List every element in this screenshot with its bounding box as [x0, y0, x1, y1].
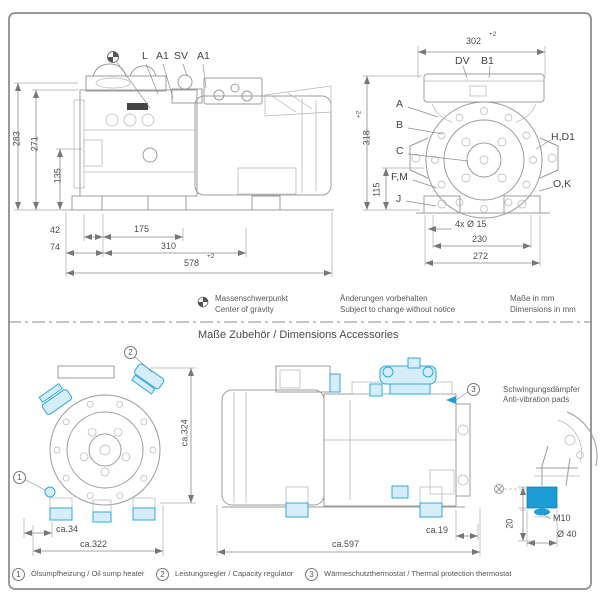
- legend-num-3: 3: [305, 568, 318, 581]
- connection-label-b1: B1: [481, 55, 494, 67]
- label-m10: M10: [553, 513, 571, 523]
- anti-vibration-pad: [419, 502, 443, 518]
- dim-283: 283: [11, 131, 22, 147]
- dim-ca34: ca.34: [56, 524, 79, 534]
- front-view-drawing: [363, 46, 559, 266]
- connection-label-a1: A1: [156, 50, 169, 62]
- dim-135: 135: [52, 168, 63, 184]
- legend-num-1: 1: [12, 568, 25, 581]
- dim-302-tolerance: +2: [489, 31, 497, 38]
- anti-vibration-pad-detail: [526, 486, 558, 509]
- dim-318-tolerance: +2: [355, 110, 363, 119]
- name-plate: [127, 103, 148, 110]
- sight-glass: [142, 147, 158, 163]
- oil-sump-heater-side: [391, 485, 409, 499]
- capacity-regulator-front: [131, 363, 165, 395]
- accessories-heading: Maße Zubehör / Dimensions Accessories: [198, 329, 399, 341]
- note-units-en: Dimensions in mm: [510, 305, 576, 314]
- side-view-drawing: [14, 51, 334, 277]
- connection-label-b: B: [396, 119, 404, 131]
- dim-ca19: ca.19: [426, 525, 449, 535]
- connection-label-l: L: [142, 50, 148, 62]
- oil-sump-heater-plug: [44, 486, 56, 498]
- connection-label-fm: F,M: [391, 171, 408, 183]
- thermostat-location-arrow: [446, 396, 456, 404]
- anti-vibration-pad: [285, 502, 309, 518]
- connection-label-j: J: [396, 193, 402, 205]
- legend-label-2: Leistungsregler / Capacity regulator: [175, 569, 294, 578]
- capacity-regulator-side: [379, 357, 437, 395]
- dim-310: 310: [161, 241, 177, 251]
- connection-label-hd1: H,D1: [551, 131, 575, 143]
- center-of-gravity-icon: [107, 51, 119, 63]
- callout-2: 2: [124, 346, 137, 359]
- dim-holes: 4x Ø 15: [455, 219, 487, 229]
- anti-vibration-pad: [132, 507, 156, 521]
- callout-1: 1: [13, 471, 26, 484]
- motor-housing: [194, 95, 332, 196]
- dim-272: 272: [473, 251, 489, 261]
- callout-3: 3: [467, 383, 480, 396]
- dim-20: 20: [504, 518, 515, 529]
- pad-title-en: Anti-vibration pads: [503, 395, 570, 404]
- legend-num-2: 2: [156, 568, 169, 581]
- dim-74: 74: [50, 242, 61, 252]
- pad-detail-drawing: [494, 411, 598, 547]
- dim-318: 318: [361, 130, 372, 146]
- dim-302: 302: [466, 36, 482, 46]
- connection-label-ok: O,K: [553, 178, 572, 190]
- anti-vibration-pad: [49, 507, 73, 521]
- legend-label-3: Wärmeschutzthermostat / Thermal protecti…: [324, 569, 512, 578]
- accessories-front-view: [23, 356, 196, 556]
- shut-off-valve: [177, 74, 193, 90]
- center-of-gravity-icon: [197, 296, 209, 308]
- bolt-icon: [494, 484, 504, 494]
- legend-label-1: Ölsumpfheizung / Oil sump heater: [31, 569, 145, 578]
- dim-42: 42: [50, 225, 61, 235]
- cylinder-block: [79, 89, 198, 197]
- dim-175: 175: [134, 224, 150, 234]
- note-cog-en: Center of gravity: [215, 305, 274, 314]
- label-d40: Ø 40: [557, 529, 577, 539]
- dim-ca597: ca.597: [332, 539, 360, 549]
- terminal-box: [203, 77, 263, 105]
- dim-271: 271: [29, 136, 40, 152]
- housing-flange: [425, 101, 543, 219]
- top-housing: [423, 73, 545, 103]
- note-units-de: Maße in mm: [510, 294, 555, 303]
- connection-label-dv: DV: [455, 55, 470, 67]
- note-changes-en: Subject to change without notice: [340, 305, 456, 314]
- note-changes-de: Änderungen vorbehalten: [340, 294, 428, 303]
- dim-578: 578: [184, 258, 200, 268]
- accessories-side-view: [216, 357, 481, 556]
- connection-label-c: C: [396, 145, 404, 157]
- dim-ca322: ca.322: [80, 539, 108, 549]
- dim-ca324: ca.324: [179, 419, 190, 447]
- accessory-fitting-left: [38, 382, 73, 415]
- note-cog-de: Massenschwerpunkt: [215, 294, 288, 303]
- sheet-border: [8, 12, 592, 590]
- dim-230: 230: [472, 234, 488, 244]
- connection-label-a1-2: A1: [197, 50, 210, 62]
- dim-578-tolerance: +2: [207, 253, 215, 260]
- dim-115: 115: [371, 182, 382, 197]
- pad-title-de: Schwingungsdämpfer: [503, 385, 580, 394]
- connection-label-a: A: [396, 98, 404, 110]
- connection-label-sv: SV: [174, 50, 189, 62]
